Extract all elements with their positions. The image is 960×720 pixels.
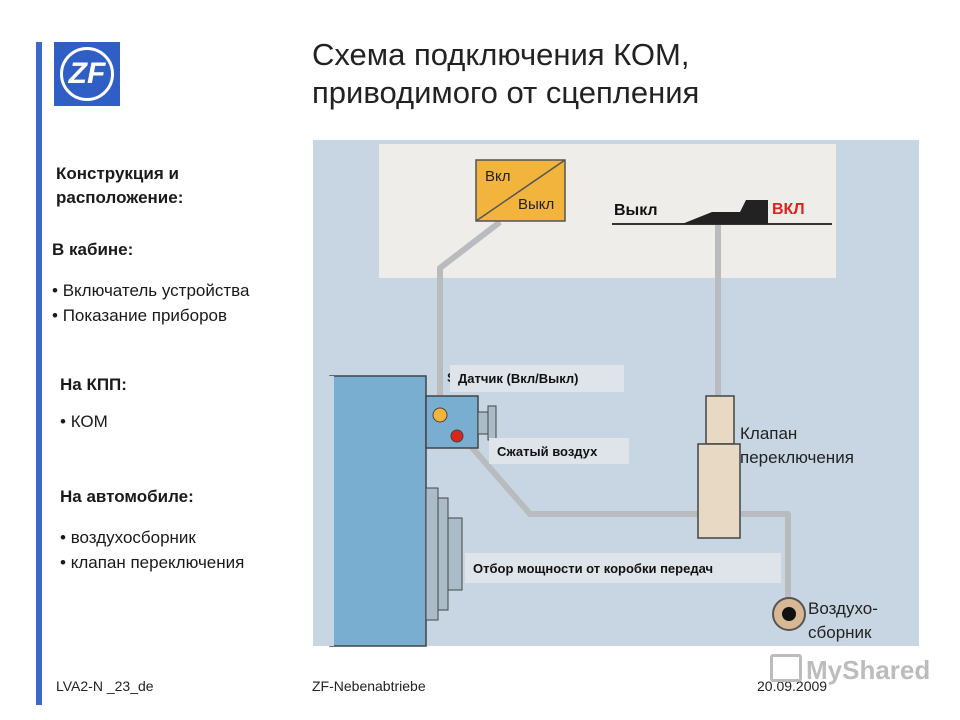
cab-switch-icon (475, 159, 566, 222)
switch-valve-icon (697, 395, 741, 539)
construction-heading-line-1: Конструкция и (56, 164, 179, 183)
lever-off-label: Выкл (614, 202, 658, 219)
watermark: MyShared (770, 654, 930, 686)
lever-switch-icon (612, 200, 832, 225)
zf-logo: ZF (54, 42, 120, 106)
pto-flange-icon (425, 487, 463, 621)
valve-label: Клапан переключения (740, 422, 854, 470)
air-pipe-main (459, 434, 700, 517)
tank-label-line-2: сборник (808, 623, 872, 642)
list-item: Показание приборов (52, 303, 249, 328)
watermark-text: MyShared (806, 655, 931, 685)
air-pipe-tank (740, 511, 791, 598)
footer-date: 20.09.2009 (757, 678, 828, 694)
accent-bar (36, 42, 42, 705)
switch-on-label: Вкл (485, 168, 511, 185)
construction-heading-line-2: расположение: (56, 188, 184, 207)
watermark-icon (770, 654, 802, 682)
vehicle-heading: На автомобиле: (60, 487, 194, 506)
footer-title: ZF-Nebenabtriebe (312, 678, 426, 694)
switch-off-label: Выкл (518, 196, 555, 213)
cabin-heading: В кабине: (52, 240, 134, 259)
footer-code: LVA2-N _23_de (56, 678, 154, 694)
sensor-label: Датчик (Вкл/Выкл) (450, 365, 624, 392)
lever-on-label: ВКЛ (772, 201, 805, 218)
title-line-1: Схема подключения КОМ, (312, 37, 690, 72)
air-label-text: Сжатый воздух (497, 443, 598, 459)
gearbox-icon (326, 375, 497, 647)
gearbox-list: КОМ (60, 412, 108, 432)
sensor-label-text: Датчик (Вкл/Выкл) (458, 371, 579, 386)
air-tank-icon (772, 597, 806, 631)
vehicle-list: воздухосборник клапан переключения (60, 525, 245, 575)
list-item: клапан переключения (60, 550, 245, 575)
logo-text: ZF (68, 57, 106, 90)
switch-cable (437, 219, 502, 408)
pto-label-text: Отбор мощности от коробки передач (473, 560, 714, 576)
valve-label-line-2: переключения (740, 448, 854, 467)
valve-label-line-1: Клапан (740, 424, 798, 443)
list-item: Включатель устройства (52, 278, 250, 303)
cabin-list: Включатель устройства Показание приборов (52, 278, 250, 328)
air-label: Сжатый воздух (489, 438, 629, 464)
title-line-2: приводимого от сцепления (312, 75, 700, 110)
construction-heading: Конструкция и расположение: (56, 162, 183, 210)
pto-label: Отбор мощности от коробки передач (465, 553, 781, 583)
list-item: воздухосборник (60, 525, 244, 550)
page-title: Схема подключения КОМ, приводимого от сц… (312, 36, 699, 112)
tank-label-line-1: Воздухо- (808, 599, 878, 618)
tank-label: Воздухо- сборник (808, 597, 878, 645)
gearbox-heading: На КПП: (60, 375, 127, 394)
list-item: КОМ (60, 412, 108, 432)
